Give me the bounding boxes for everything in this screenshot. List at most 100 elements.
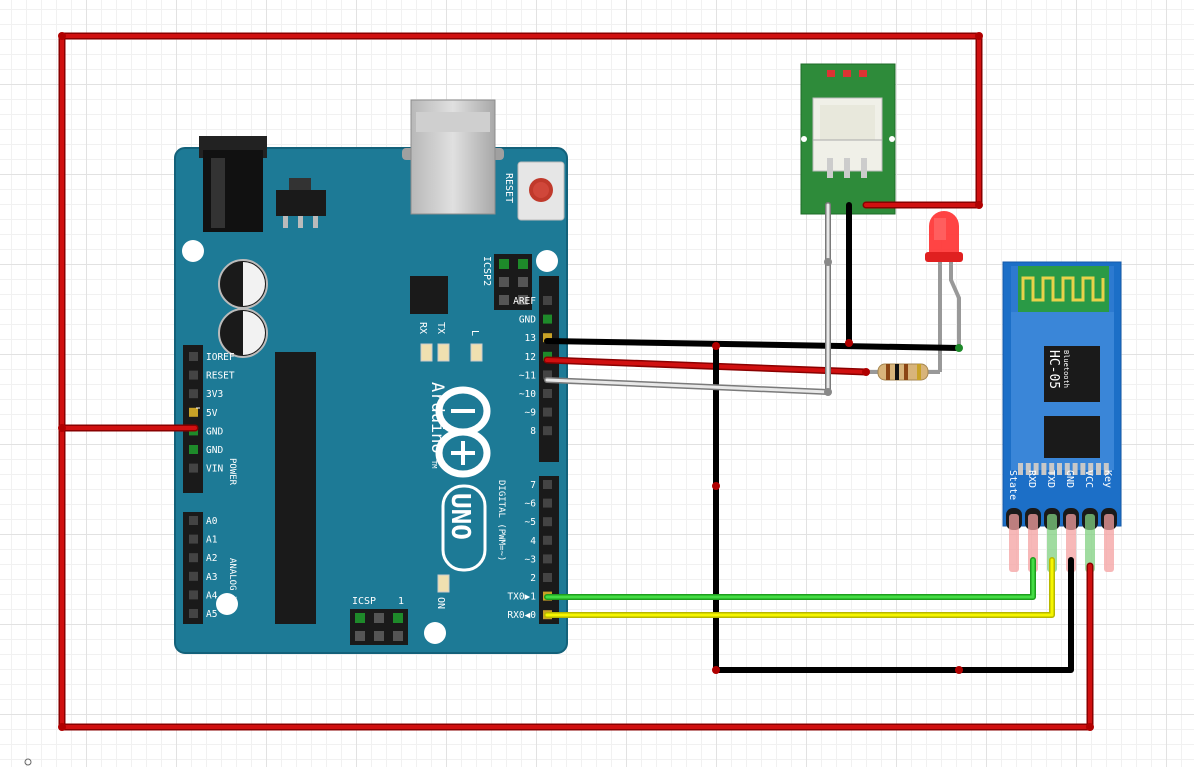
digital-pin-label: 2 xyxy=(530,573,536,584)
voltage-regulator xyxy=(276,178,326,228)
bt-pin-vcc[interactable] xyxy=(1085,514,1095,572)
power-pin-label: VIN xyxy=(206,464,223,475)
tx-led xyxy=(437,343,450,362)
analog-pin-a0[interactable] xyxy=(189,516,198,525)
usb-chip xyxy=(410,276,448,314)
icsp-pin1-label: 1 xyxy=(398,596,404,607)
analog-pin-label: A3 xyxy=(206,572,217,583)
bt-pad xyxy=(1057,463,1062,475)
digital-pin-label: RX0◀0 xyxy=(507,610,536,621)
red-led[interactable] xyxy=(925,211,963,348)
analog-pin-label: A1 xyxy=(206,535,218,546)
arduino-uno-board[interactable]: RESET ICSP2 RX TX L xyxy=(174,99,568,654)
analog-pin-a2[interactable] xyxy=(189,553,198,563)
icsp-header xyxy=(350,609,408,645)
digital-pin[interactable] xyxy=(543,480,552,489)
analog-pin-a4[interactable] xyxy=(189,590,198,600)
bt-pin-gnd[interactable] xyxy=(1066,514,1076,572)
bt-pad xyxy=(1049,463,1055,475)
analog-pin-a5[interactable] xyxy=(189,609,198,618)
digital-pin[interactable] xyxy=(543,498,552,508)
bt-pin-label: State xyxy=(1007,470,1018,500)
power-pin-vin[interactable] xyxy=(189,463,198,473)
analog-pin-a1[interactable] xyxy=(189,534,198,544)
bt-flash-chip xyxy=(1044,416,1100,458)
power-pin-3v3[interactable] xyxy=(189,389,198,399)
bt-pin-txd[interactable] xyxy=(1047,514,1057,572)
power-pin-ioref[interactable] xyxy=(189,352,198,361)
digital-pin[interactable] xyxy=(543,389,552,398)
digital-pin[interactable] xyxy=(543,517,552,527)
tx-label: TX xyxy=(435,322,446,334)
on-label: ON xyxy=(435,597,446,609)
power-pin-label: 5V xyxy=(206,408,218,419)
digital-group-label: DIGITAL (PWM=~) xyxy=(496,480,506,561)
analog-group-label: ANALOG IN xyxy=(227,558,237,607)
digital-pin-label: AREF xyxy=(513,296,536,307)
bt-pin-label: RXD xyxy=(1026,470,1037,488)
power-pin-label: 3V3 xyxy=(206,389,223,400)
bt-pad xyxy=(1064,463,1070,475)
bt-pin-rxd[interactable] xyxy=(1028,514,1038,572)
digital-pin-label: ~6 xyxy=(525,499,537,510)
digital-pin[interactable] xyxy=(543,426,552,436)
digital-pin-label: 8 xyxy=(530,426,536,437)
digital-pin[interactable] xyxy=(543,573,552,582)
digital-pin[interactable] xyxy=(543,296,552,305)
mounting-hole xyxy=(182,240,204,262)
rx-led xyxy=(420,343,433,362)
l-led xyxy=(470,343,483,362)
bt-pin-label: TXD xyxy=(1045,470,1056,488)
bt-chip xyxy=(1044,346,1100,402)
bt-pin-state[interactable] xyxy=(1009,514,1019,572)
arduino-pcb xyxy=(174,147,568,654)
origin-marker xyxy=(24,758,32,766)
bt-chip-label: HC-05 xyxy=(1046,350,1061,389)
digital-pin[interactable] xyxy=(543,333,552,343)
resistor[interactable] xyxy=(866,348,942,381)
reset-label: RESET xyxy=(503,173,514,203)
uno-badge xyxy=(441,484,487,572)
power-pin-label: IOREF xyxy=(206,352,235,363)
digital-pin[interactable] xyxy=(543,351,552,361)
digital-pin-label: 13 xyxy=(525,333,536,344)
icsp2-header xyxy=(494,254,532,310)
analog-pin-label: A2 xyxy=(206,553,217,564)
analog-header xyxy=(183,512,203,624)
bt-pin-key[interactable] xyxy=(1104,514,1114,572)
digital-pin-label: 12 xyxy=(525,352,536,363)
bt-pad xyxy=(1080,463,1086,475)
power-pin-5v[interactable] xyxy=(189,407,198,417)
l-label: L xyxy=(469,330,480,336)
digital-pin[interactable] xyxy=(543,535,552,545)
microcontroller-chip xyxy=(275,352,316,624)
arduino-logo xyxy=(435,386,491,478)
bt-pad xyxy=(1096,463,1101,475)
bt-chip-sublabel: Bluetooth xyxy=(1062,350,1070,388)
digital-pin-label: TX0▶1 xyxy=(507,592,536,603)
power-pin-label: GND xyxy=(206,426,223,437)
reset-button[interactable] xyxy=(517,161,565,221)
bt-pad xyxy=(1072,463,1078,475)
power-pin-reset[interactable] xyxy=(189,370,198,380)
rx-label: RX xyxy=(417,322,428,334)
analog-pin-a3[interactable] xyxy=(189,571,198,581)
bt-pad xyxy=(1033,463,1039,475)
on-led xyxy=(437,574,450,593)
digital-header-lower xyxy=(539,476,559,624)
digital-pin-label: ~10 xyxy=(519,389,536,400)
power-pin-gnd[interactable] xyxy=(189,445,198,454)
analog-pin-label: A5 xyxy=(206,609,217,620)
bt-pin-label: Key xyxy=(1102,470,1113,488)
bt-pad xyxy=(1088,463,1094,475)
mounting-hole xyxy=(536,250,558,272)
relay-module[interactable] xyxy=(800,63,896,215)
bt-pad xyxy=(1018,463,1023,475)
digital-pin[interactable] xyxy=(543,407,552,417)
bt-pin-label: VCC xyxy=(1083,470,1094,488)
digital-pin[interactable] xyxy=(543,554,552,564)
digital-pin[interactable] xyxy=(543,370,552,380)
digital-pin[interactable] xyxy=(543,314,552,324)
